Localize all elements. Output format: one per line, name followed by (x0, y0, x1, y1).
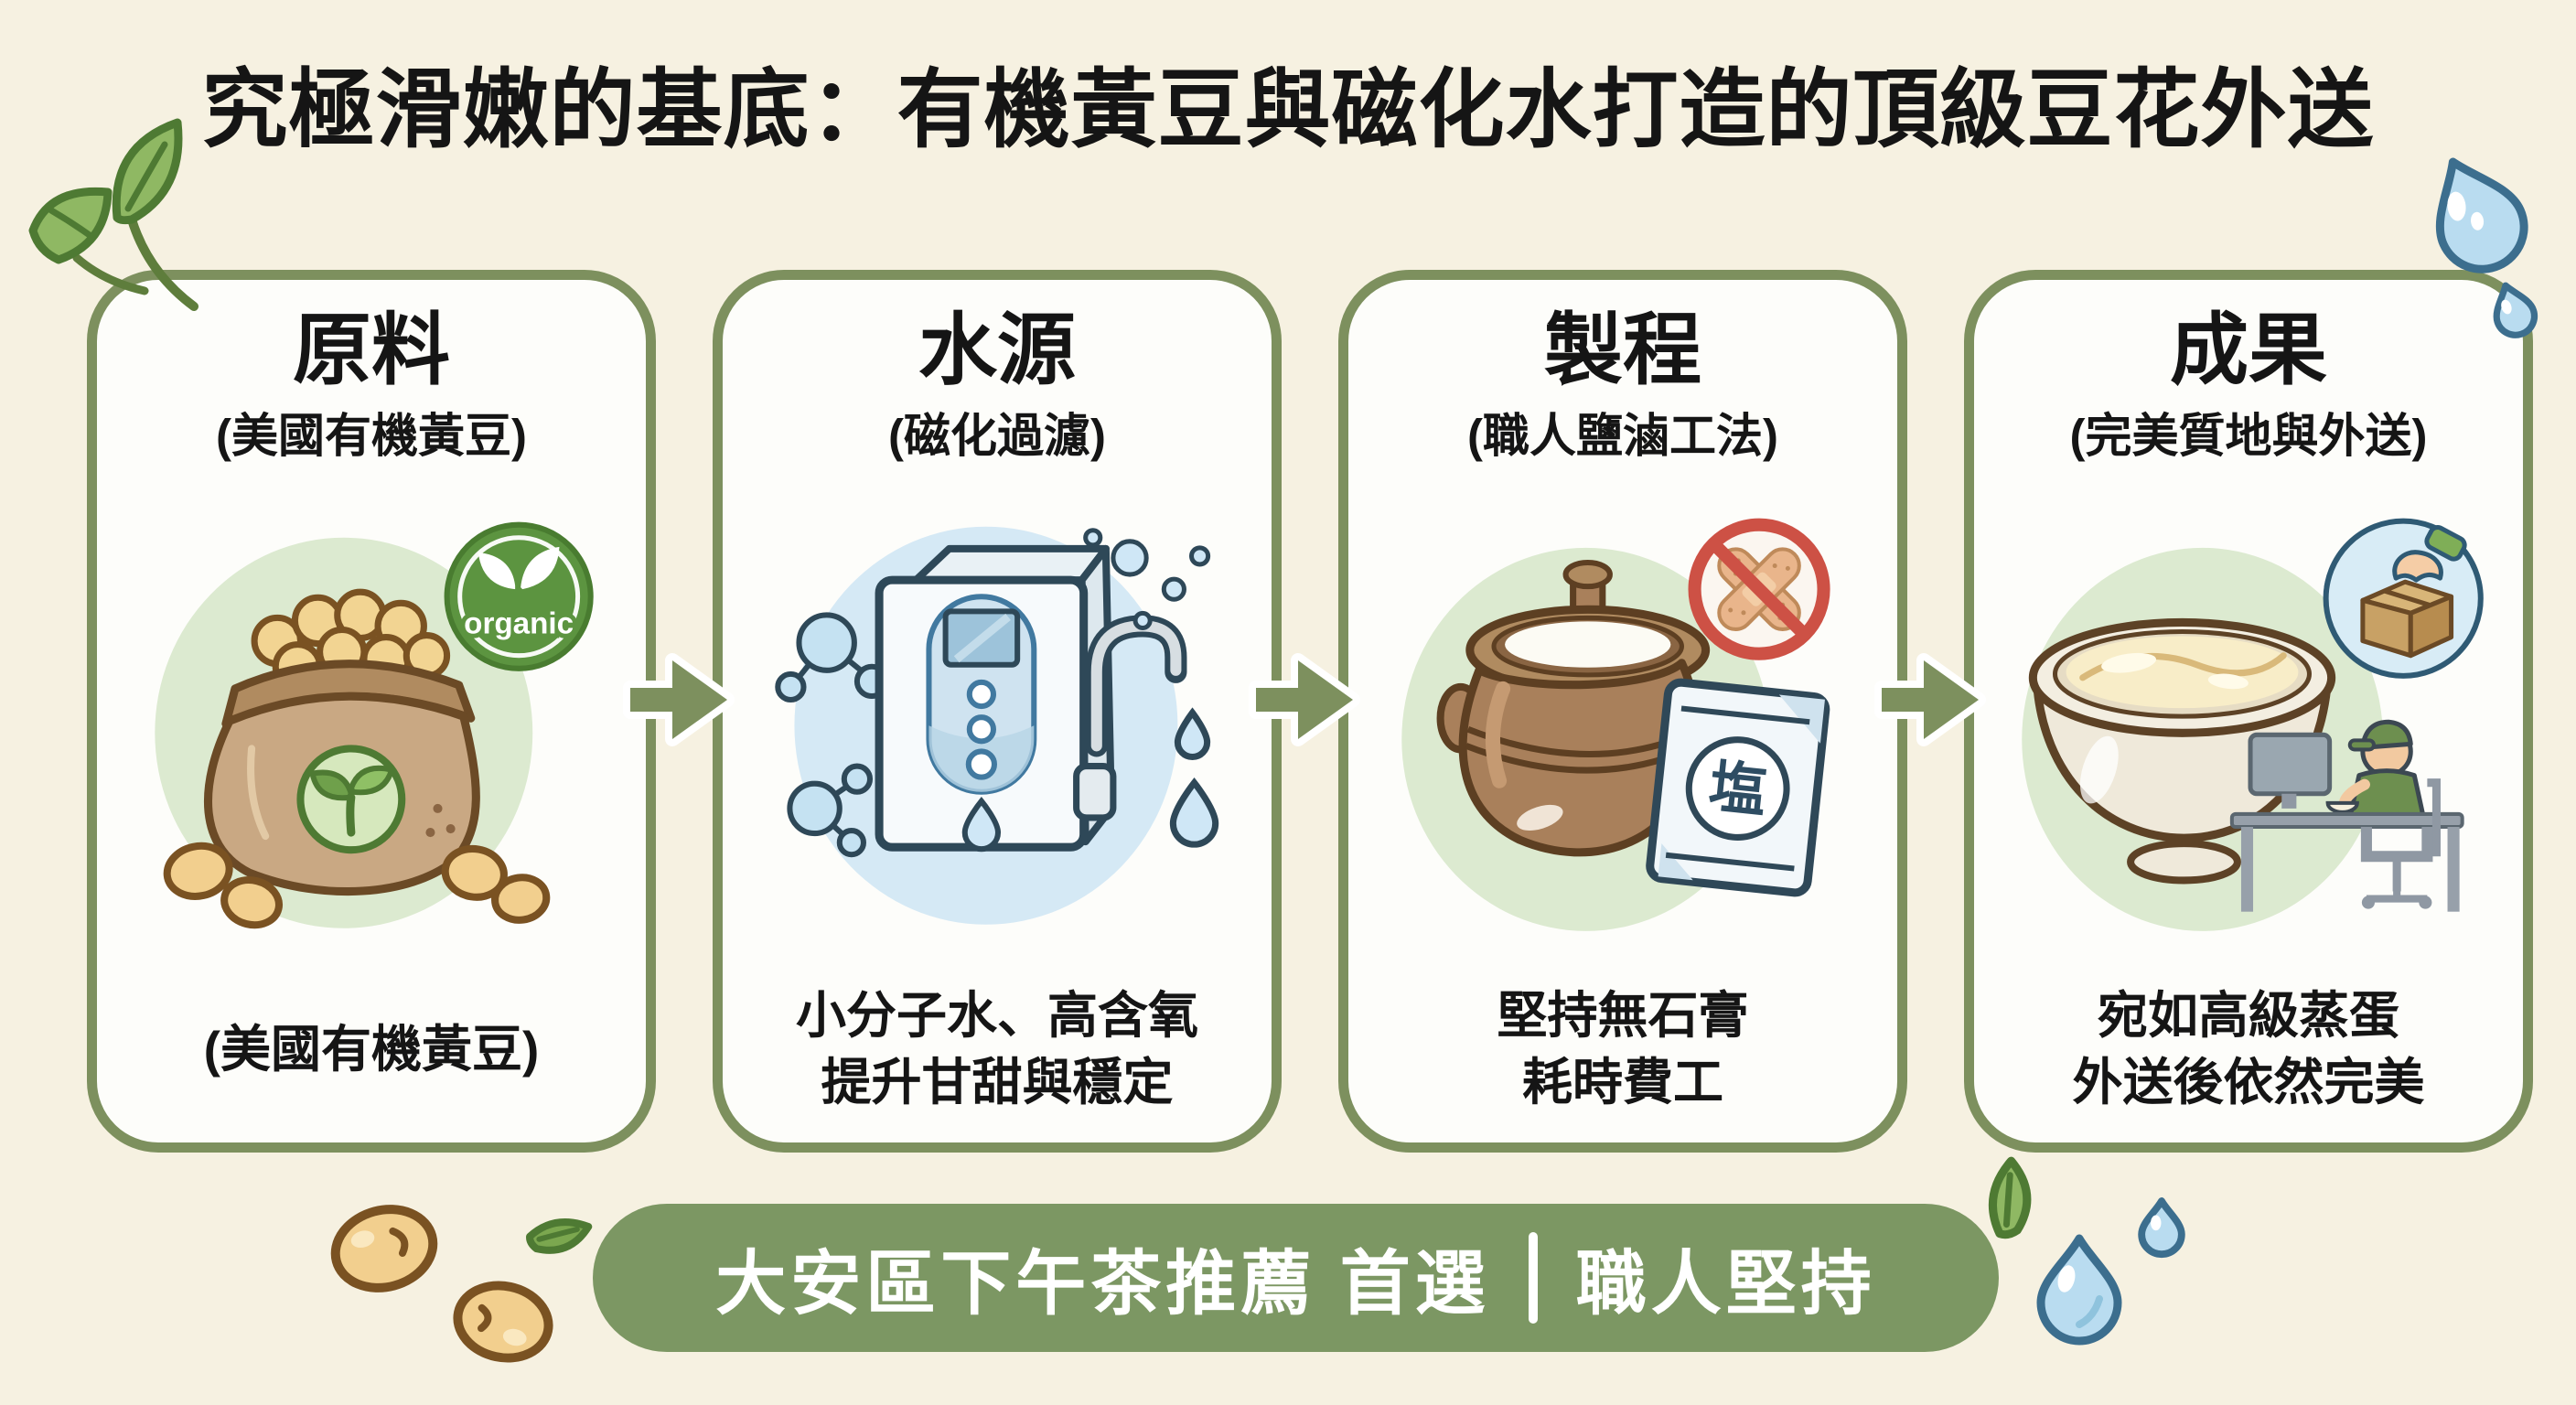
caption-line: 堅持無石膏 (1497, 987, 1749, 1045)
banner-text-right: 職人堅持 (1575, 1244, 1876, 1324)
small-bowl (2325, 800, 2359, 814)
caption-line: 宛如高級蒸蛋 (2097, 987, 2399, 1045)
tofu-pudding-svg (2022, 518, 2484, 931)
card-result-title: 成果 (2170, 306, 2327, 394)
card-ingredients-title: 原料 (293, 306, 450, 394)
desk (2229, 811, 2464, 829)
water-molecule-icons (775, 611, 890, 857)
card-process-title: 製程 (1544, 306, 1701, 394)
card-ingredients-subtitle: (美國有機黃豆) (216, 409, 527, 462)
soybeans-decoration-icon (330, 1205, 593, 1363)
water-drops (1169, 706, 1219, 848)
caption-line: 外送後依然完美 (2072, 1054, 2425, 1110)
caption-line: 提升甘甜與穩定 (821, 1054, 1174, 1110)
clay-pot (1436, 559, 1711, 856)
person (2325, 719, 2426, 820)
hose-connector (1073, 762, 1117, 821)
card-water-source-title: 水源 (918, 306, 1076, 394)
organic-badge-label: organic (464, 606, 574, 640)
card-water-source: 水源 (磁化過濾) (713, 270, 1282, 1153)
banner-divider (1528, 1232, 1538, 1324)
soybean-sack-illustration: organic (113, 469, 629, 972)
flow-arrow-icon (1867, 640, 2004, 759)
salt-bag-label: 塩 (1706, 755, 1769, 824)
card-process-caption: 堅持無石膏 耗時費工 (1497, 972, 1748, 1126)
caption-line: 小分子水、高含氧 (795, 987, 1198, 1045)
loose-soybeans (163, 842, 551, 928)
machine-buttons (965, 679, 997, 780)
hand-icon (2392, 524, 2467, 583)
card-process: 製程 (職人鹽滷工法) (1338, 270, 1907, 1153)
card-result-subtitle: (完美質地與外送) (2069, 409, 2428, 462)
card-ingredients: 原料 (美國有機黃豆) (87, 270, 656, 1153)
clay-pot-illustration: 塩 (1365, 469, 1881, 972)
bottom-banner: 大安區下午茶推薦 首選 職人堅持 (593, 1204, 1999, 1352)
tofu-pudding (2066, 636, 2299, 708)
card-ingredients-caption: (美國有機黃豆) (204, 972, 540, 1126)
card-result: 成果 (完美質地與外送) (1964, 270, 2533, 1153)
cardboard-box-icon (2360, 579, 2454, 658)
water-ionizer-illustration (739, 469, 1255, 972)
flow-arrow-icon (1241, 640, 1379, 759)
caption-line: 耗時費工 (1521, 1054, 1723, 1110)
soybean-sack-svg: organic (155, 521, 594, 928)
banner-text-left: 大安區下午茶推薦 首選 (715, 1244, 1490, 1324)
drop-on-machine (961, 796, 1002, 852)
delivery-badge (2323, 518, 2484, 679)
soybeans-in-sack (251, 588, 451, 692)
bubbles (1083, 527, 1211, 630)
salt-bag: 塩 (1646, 678, 1830, 897)
caption-line: (美國有機黃豆) (203, 1020, 540, 1078)
no-gypsum-icon (1688, 518, 1830, 660)
clay-pot-svg: 塩 (1401, 518, 1830, 931)
page-title: 究極滑嫩的基底：有機黃豆與磁化水打造的頂級豆花外送 (201, 61, 2375, 157)
card-water-source-subtitle: (磁化過濾) (888, 409, 1106, 462)
tofu-pudding-bowl (2028, 617, 2336, 885)
tofu-pudding-illustration (1991, 469, 2506, 972)
pot-contents (1505, 621, 1671, 668)
ionizer-machine (875, 544, 1187, 852)
card-process-subtitle: (職人鹽滷工法) (1467, 409, 1778, 462)
office-chair (2360, 778, 2441, 903)
sprout-logo (296, 744, 406, 853)
card-water-source-caption: 小分子水、高含氧 提升甘甜與穩定 (796, 972, 1198, 1126)
process-cards-row: 原料 (美國有機黃豆) (87, 270, 2533, 1153)
water-ionizer-svg (775, 526, 1219, 925)
flow-arrow-icon (616, 640, 753, 759)
organic-badge: organic (444, 521, 594, 671)
customer-at-desk (2229, 719, 2464, 912)
monitor (2248, 732, 2333, 796)
card-result-caption: 宛如高級蒸蛋 外送後依然完美 (2072, 972, 2424, 1126)
